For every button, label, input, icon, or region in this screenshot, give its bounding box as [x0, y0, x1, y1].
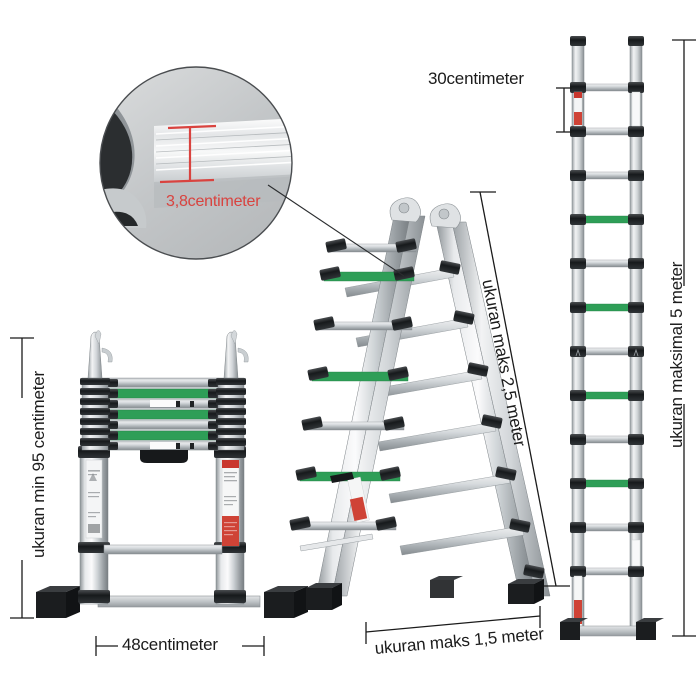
detail-leader-line [267, 184, 405, 277]
collapsed-tube-segments [80, 377, 246, 451]
aframe-ladder-figure [289, 197, 551, 610]
label-max-extended: ukuran maksimal 5 meter [667, 261, 686, 448]
extended-rungs [583, 83, 631, 576]
dimension-aframe-base [365, 606, 541, 644]
aframe-hinge-heads [389, 197, 461, 229]
label-folded-width: 48centimeter [122, 635, 218, 654]
dimension-extended-height [672, 39, 696, 637]
dimension-rung-spacing [556, 87, 572, 133]
collapsed-rung-stack [104, 377, 222, 463]
detail-magnifier [99, 66, 293, 260]
dimension-folded-width [95, 636, 265, 656]
folded-hinge-tops [87, 330, 249, 379]
dimension-aframe-height [470, 191, 570, 587]
label-rung-spacing: 30centimeter [428, 69, 524, 88]
dimension-folded-height [10, 337, 34, 619]
label-detail-thickness: 3,8centimeter [166, 193, 261, 210]
extended-ladder-figure [560, 36, 664, 640]
folded-ladder-figure [36, 330, 308, 618]
label-folded-height: ukuran min 95 centimeter [29, 370, 48, 558]
